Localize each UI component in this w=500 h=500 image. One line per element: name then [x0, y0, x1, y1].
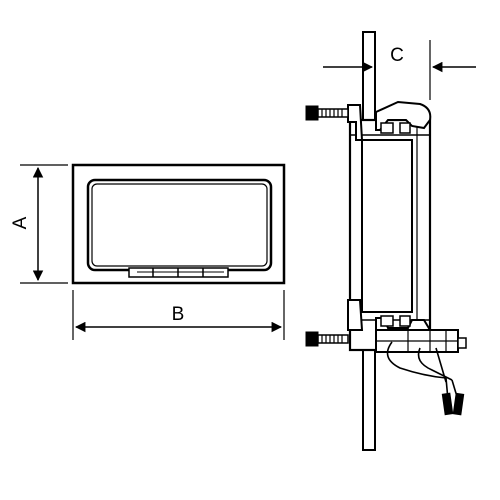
bottom-bracket [347, 299, 364, 331]
dimension-a-label: A [10, 216, 31, 229]
dimension-c-label: C [390, 45, 404, 66]
wiring-harness [386, 341, 465, 416]
front-window [86, 178, 273, 272]
top-mounting-screw [305, 105, 349, 121]
side-view [347, 31, 467, 451]
front-buttons [128, 267, 229, 278]
front-window-inner [91, 183, 268, 267]
housing-inner [361, 139, 413, 313]
top-clip [375, 100, 432, 131]
front-view [71, 163, 286, 285]
dimension-a [20, 164, 68, 284]
dimension-b [72, 290, 285, 340]
bottom-mounting-screw [305, 331, 349, 347]
dimension-c [323, 40, 476, 100]
top-bracket [347, 104, 364, 141]
dimension-b-label: B [172, 304, 185, 325]
